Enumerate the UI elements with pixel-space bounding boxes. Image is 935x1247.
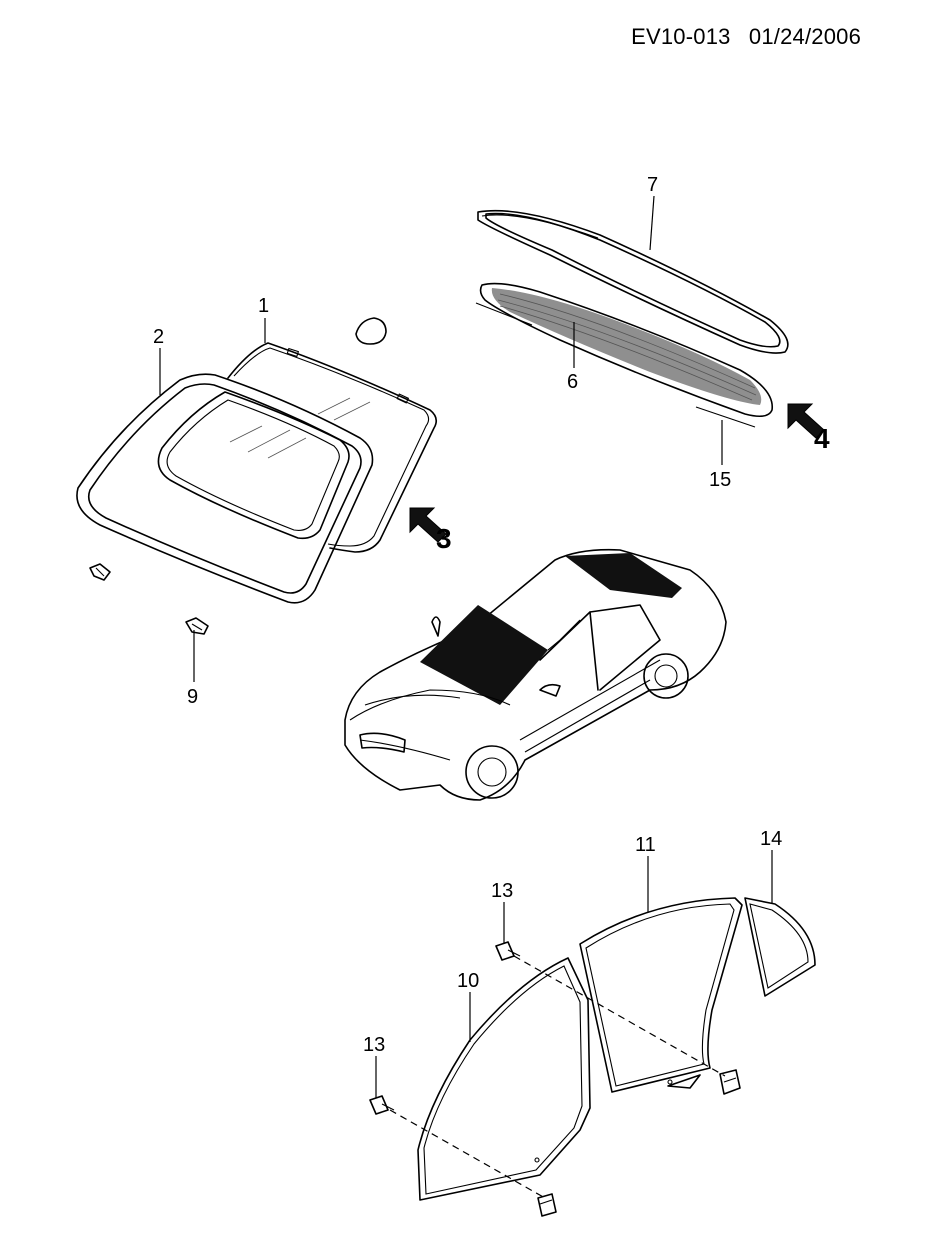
windshield-clip-bottom[interactable]	[185, 617, 209, 635]
callout-1: 1	[258, 295, 269, 317]
rear-window-glass[interactable]	[475, 282, 773, 418]
rear-door-glass[interactable]	[579, 897, 743, 1093]
alignment-line-lower	[389, 1109, 546, 1199]
bolt-lower[interactable]	[369, 1095, 395, 1115]
view-arrow-3: 3	[409, 507, 452, 554]
car-illustration	[344, 548, 727, 801]
diagram-date: 01/24/2006	[748, 24, 861, 49]
callout-15: 15	[709, 469, 731, 491]
regulator-clip-rear[interactable]	[719, 1069, 741, 1095]
callout-14: 14	[760, 828, 782, 850]
windshield-moulding[interactable]	[76, 373, 374, 604]
alignment-line-upper	[513, 955, 726, 1077]
callout-9: 9	[187, 686, 198, 708]
view-arrow-4: 4	[787, 403, 830, 454]
callout-13-lower: 13	[363, 1034, 385, 1056]
windshield-glass[interactable]	[227, 342, 438, 553]
callout-13-upper: 13	[491, 880, 513, 902]
view-arrow-4-label: 4	[814, 423, 830, 454]
rear-glass-strip[interactable]	[695, 406, 756, 428]
callout-6: 6	[567, 371, 578, 393]
view-arrow-3-label: 3	[436, 523, 452, 554]
rear-window-moulding[interactable]	[477, 209, 789, 354]
leader-lines	[159, 195, 773, 1098]
diagram-code: EV10-013	[631, 24, 731, 49]
windshield-clip-left[interactable]	[89, 563, 111, 581]
rubber-stopper[interactable]	[355, 317, 387, 345]
callout-10: 10	[457, 970, 479, 992]
callout-11: 11	[635, 834, 656, 856]
regulator-clip-front[interactable]	[537, 1193, 557, 1217]
callout-7: 7	[647, 174, 658, 196]
diagram-header: EV10-013 01/24/2006	[619, 24, 861, 50]
rear-quarter-glass[interactable]	[744, 897, 816, 997]
front-door-glass[interactable]	[417, 957, 591, 1201]
callout-2: 2	[153, 326, 164, 348]
